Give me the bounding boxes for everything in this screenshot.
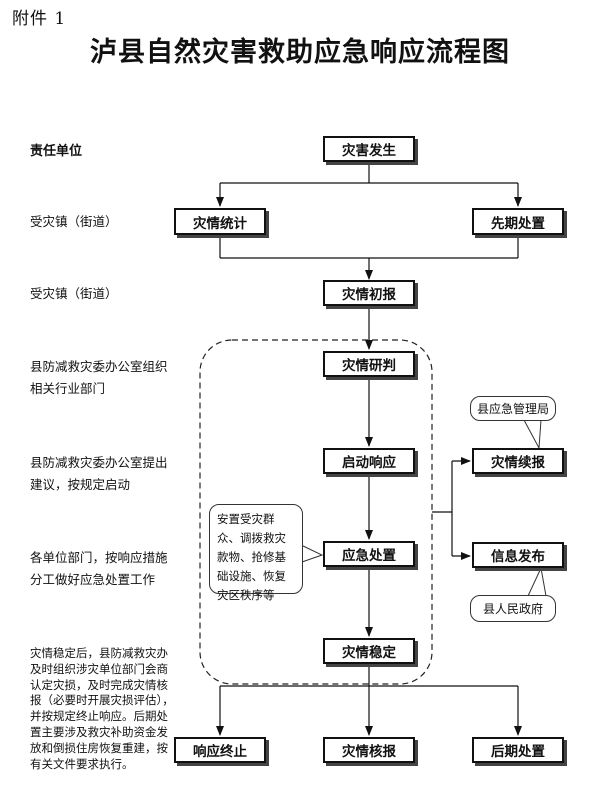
step-end-response: 响应终止 (174, 737, 266, 763)
callout-emergency-bureau: 县应急管理局 (470, 396, 556, 421)
responsibility-initial-report: 受灾镇（街道） (30, 286, 118, 301)
step-launch-response: 启动响应 (323, 448, 415, 474)
callout-tail-government (527, 566, 547, 597)
callout-disposal-measures: 安置受灾群众、调拨救灾款物、抢修基础设施、恢复灾区秩序等 (209, 504, 303, 602)
callout-tail-measures (300, 544, 324, 563)
step-disaster-occurs: 灾害发生 (323, 136, 415, 162)
responsibility-disposal: 各单位部门，按响应措施分工做好应急处置工作 (30, 550, 168, 587)
response-group-frame (199, 339, 433, 685)
connector-occur-split (216, 162, 522, 207)
responsibility-statistics: 受灾镇（街道） (30, 214, 118, 229)
step-early-disposal: 先期处置 (472, 208, 564, 235)
connector-merge-report (219, 235, 519, 280)
responsibility-header: 责任单位 (30, 144, 83, 159)
step-statistics: 灾情统计 (174, 208, 266, 235)
step-info-release: 信息发布 (472, 542, 564, 568)
step-verification: 灾情核报 (323, 737, 415, 763)
step-response-disposal: 应急处置 (323, 541, 415, 567)
responsibility-assessment: 县防减救灾委办公室组织相关行业部门 (30, 359, 168, 396)
callout-county-government: 县人民政府 (470, 595, 556, 622)
step-assessment: 灾情研判 (323, 351, 415, 377)
responsibility-final: 灾情稳定后，县防减救灾办及时组织涉灾单位部门会商认定灾损，及时完成灾情核报（必要… (30, 646, 174, 771)
page-title: 泸县自然灾害救助应急响应流程图 (90, 37, 510, 68)
step-initial-report: 灾情初报 (323, 280, 415, 306)
callout-tail-bureau (523, 419, 542, 450)
responsibility-launch: 县防减救灾委办公室提出建议，按规定启动 (30, 455, 168, 492)
annex-label: 附件 1 (12, 9, 67, 29)
step-aftermath: 后期处置 (472, 737, 564, 763)
step-stabilized: 灾情稳定 (323, 638, 415, 664)
connector-final-split (216, 664, 522, 736)
connector-side-branch (432, 457, 471, 560)
step-continued-report: 灾情续报 (472, 448, 564, 474)
